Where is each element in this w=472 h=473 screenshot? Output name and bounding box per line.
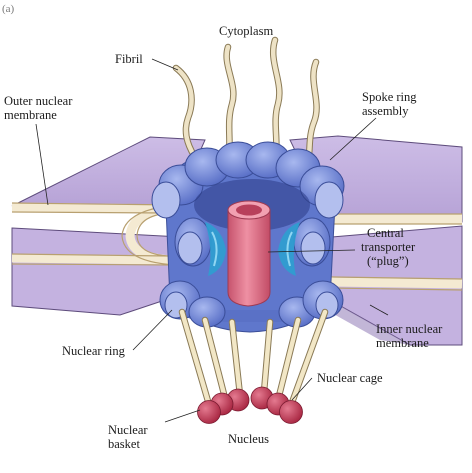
label-nucleus: Nucleus (228, 432, 269, 446)
label-central-transporter: Central transporter (“plug”) (361, 226, 415, 268)
label-outer-nuclear-membrane-line1: Outer nuclear (4, 94, 73, 108)
label-nuclear-cage: Nuclear cage (317, 371, 383, 385)
label-outer-nuclear-membrane: Outer nuclear membrane (4, 94, 72, 122)
nuclear-basket (197, 386, 303, 424)
label-inner-nuclear-membrane-line2: membrane (376, 336, 429, 350)
label-inner-nuclear-membrane-line1: Inner nuclear (376, 322, 443, 336)
label-spoke-ring-line2: assembly (362, 104, 409, 118)
label-nuclear-basket: Nuclear basket (108, 423, 148, 451)
label-outer-nuclear-membrane-line2: membrane (4, 108, 57, 122)
label-spoke-ring-assembly: Spoke ring assembly (362, 90, 417, 118)
label-central-transporter-line3: (“plug”) (367, 254, 409, 268)
nuclear-cage (178, 308, 329, 412)
label-inner-nuclear-membrane: Inner nuclear membrane (376, 322, 442, 350)
label-nuclear-basket-line1: Nuclear (108, 423, 148, 437)
central-transporter-plug (227, 200, 271, 307)
label-central-transporter-line2: transporter (361, 240, 416, 254)
nuclear-ring (159, 280, 344, 328)
label-cytoplasm: Cytoplasm (219, 24, 274, 38)
label-spoke-ring-line1: Spoke ring (362, 90, 417, 104)
label-nuclear-basket-line2: basket (108, 437, 140, 451)
label-fibril: Fibril (115, 52, 143, 66)
label-nuclear-ring: Nuclear ring (62, 344, 125, 358)
leader-lines (35, 58, 389, 423)
figure-letter: (a) (2, 3, 15, 15)
label-central-transporter-line1: Central (367, 226, 404, 240)
